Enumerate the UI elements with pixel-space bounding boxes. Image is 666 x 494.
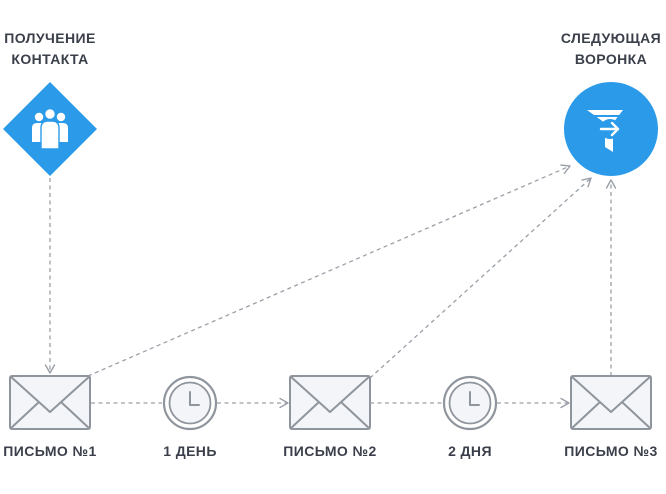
delay-2-label: 2 ДНЯ (448, 443, 492, 459)
contact-node-label: ПОЛУЧЕНИЕ КОНТАКТА (0, 28, 120, 70)
connector-email2-to-next-funnel (369, 177, 592, 379)
contact-label-line-1: ПОЛУЧЕНИЕ (4, 30, 96, 46)
delay-2-clock-icon (442, 375, 498, 431)
email-1-label: ПИСЬМО №1 (3, 443, 97, 459)
next-funnel-node (564, 82, 658, 176)
email-2-envelope-icon (289, 375, 371, 430)
email-2-label: ПИСЬМО №2 (283, 443, 377, 459)
email-1-envelope-icon (9, 375, 91, 430)
contact-label-line-2: КОНТАКТА (11, 51, 89, 67)
people-group-icon (32, 107, 68, 150)
email-3-label: ПИСЬМО №3 (564, 443, 658, 459)
connector-email1-to-next-funnel (87, 164, 571, 377)
next-funnel-label: СЛЕДУЮЩАЯ ВОРОНКА (541, 28, 666, 70)
contact-node (3, 82, 97, 176)
funnel-arrow-icon (587, 110, 623, 152)
connectors (44, 164, 617, 409)
delay-1-label: 1 ДЕНЬ (163, 443, 217, 459)
next-funnel-label-line-2: ВОРОНКА (574, 51, 648, 67)
delay-1-clock-icon (162, 375, 218, 431)
email-3-envelope-icon (570, 375, 652, 430)
next-funnel-label-line-1: СЛЕДУЮЩАЯ (560, 30, 662, 46)
